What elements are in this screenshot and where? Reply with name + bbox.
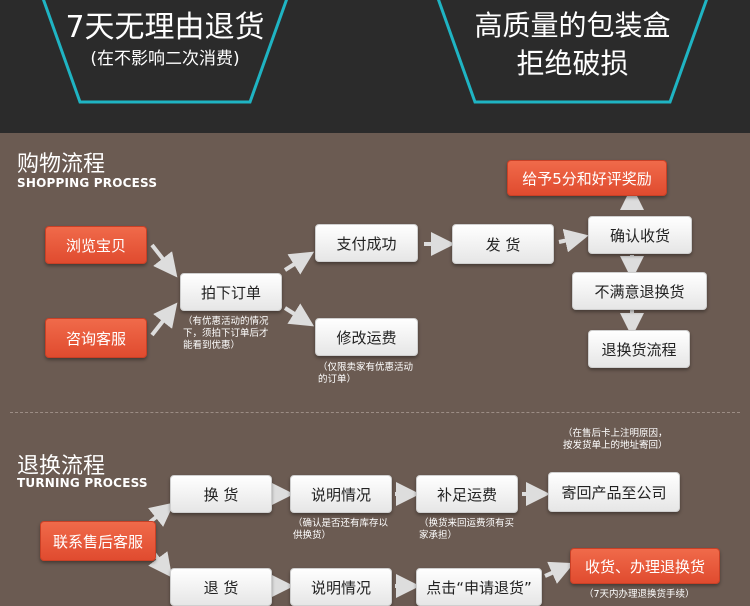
turning-subtitle: TURNING PROCESS [17, 476, 148, 490]
hexagon-left [41, 0, 289, 104]
exchange-box: 换 货 [170, 475, 272, 513]
return-flow-box: 退换货流程 [588, 330, 690, 368]
send-back-box: 寄回产品至公司 [548, 472, 680, 512]
banner-left-title: 7天无理由退货 [65, 10, 265, 45]
confirm-box: 确认收货 [588, 216, 692, 254]
explain1-note: （确认是否还有库存以供换货） [293, 518, 389, 541]
reward-box: 给予5分和好评奖励 [507, 160, 667, 196]
pay-box: 支付成功 [315, 224, 418, 262]
consult-box: 咨询客服 [45, 318, 147, 358]
apply-box: 点击“申请退货” [416, 568, 542, 606]
modify-note: （仅限卖家有优惠活动的订单） [318, 362, 414, 385]
supplement-box: 补足运费 [416, 475, 518, 513]
shopping-subtitle: SHOPPING PROCESS [17, 176, 158, 190]
browse-box: 浏览宝贝 [45, 226, 147, 264]
turning-title: 退换流程 [17, 454, 106, 479]
send-back-note: （在售后卡上注明原因，按发货单上的地址寄回） [563, 428, 668, 451]
receive-note: （7天内办理退换货手续） [584, 589, 695, 600]
service-box: 联系售后客服 [40, 521, 156, 561]
banner-right-line2: 拒绝破损 [516, 47, 629, 80]
explain2-box: 说明情况 [290, 568, 392, 606]
order-note: （有优惠活动的情况下，须拍下订单后才能看到优惠） [183, 316, 269, 351]
unsatisfied-box: 不满意退换货 [572, 272, 707, 310]
modify-box: 修改运费 [315, 318, 418, 356]
banner-left-sub: (在不影响二次消费) [90, 49, 240, 69]
explain1-box: 说明情况 [290, 475, 392, 513]
order-box: 拍下订单 [180, 273, 282, 311]
section-divider [10, 412, 740, 413]
shopping-title: 购物流程 [17, 152, 106, 177]
receive-box: 收货、办理退换货 [570, 548, 720, 584]
ship-box: 发 货 [452, 224, 554, 264]
top-banner: 7天无理由退货 (在不影响二次消费) 高质量的包装盒 拒绝破损 [0, 0, 750, 133]
banner-right-line1: 高质量的包装盒 [474, 9, 671, 42]
hexagon-right [436, 0, 709, 104]
refund-box: 退 货 [170, 568, 272, 606]
supplement-note: （换货来回运费须有买家承担） [419, 518, 515, 541]
